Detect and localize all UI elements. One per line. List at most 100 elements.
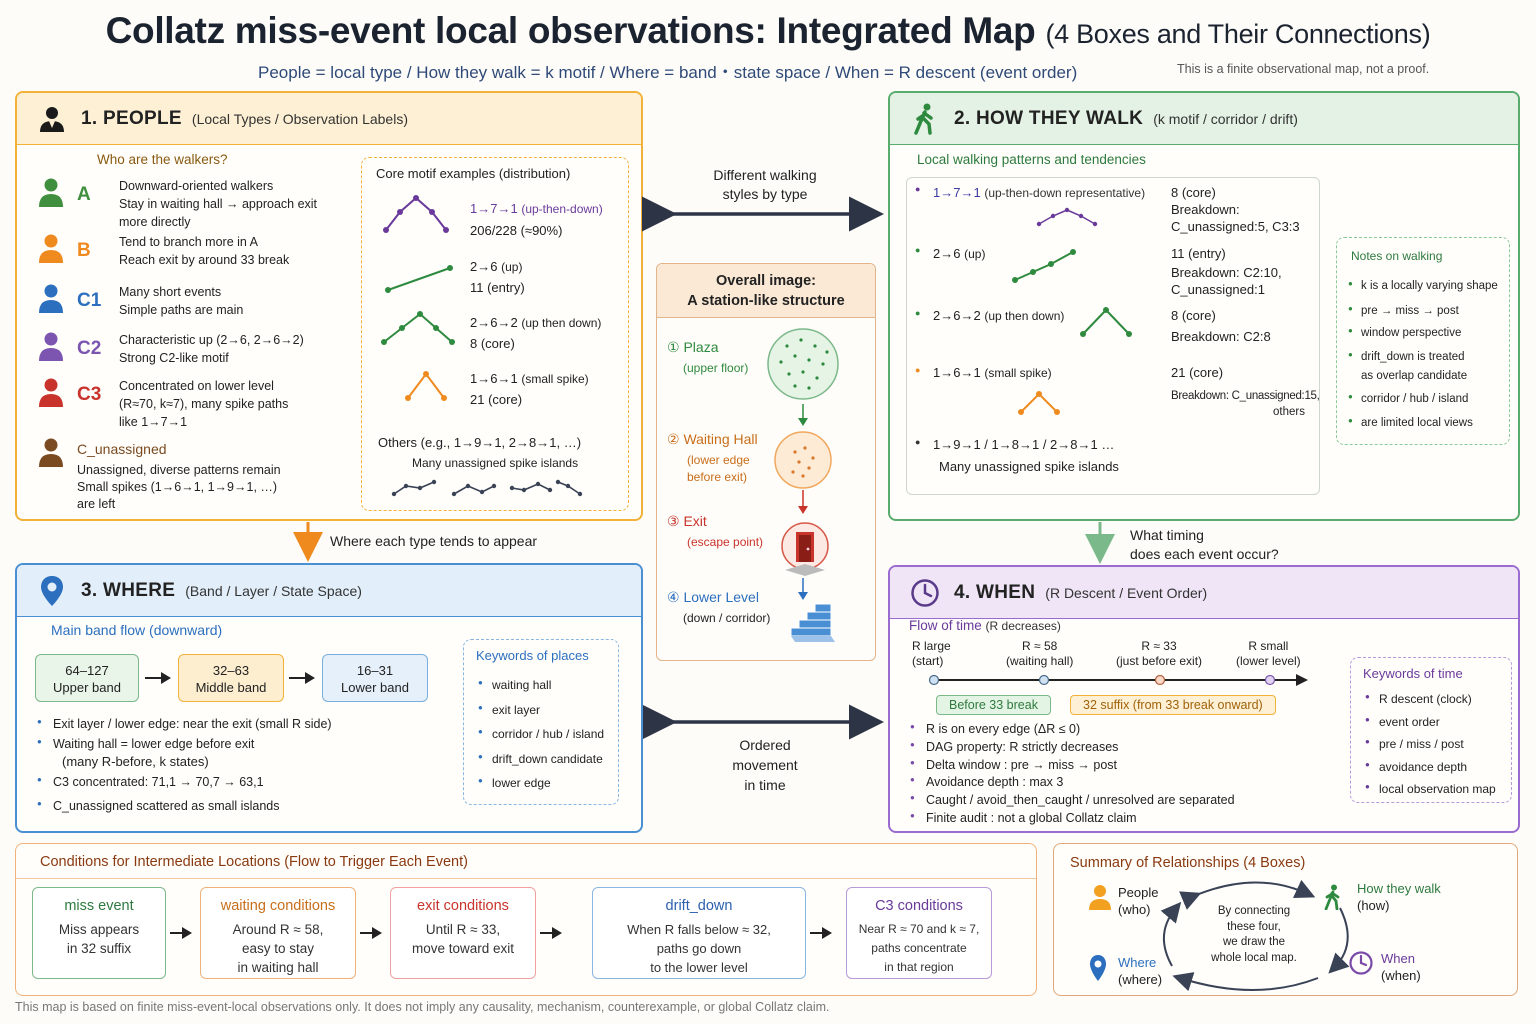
list-item: event order xyxy=(1379,714,1440,729)
summary-when-sub: (when) xyxy=(1381,968,1421,983)
where-header: 3. WHERE (Band / Layer / State Space) xyxy=(17,565,641,617)
tick-label-2: R ≈ 58(waiting hall) xyxy=(1006,639,1074,668)
walker-a-icon xyxy=(39,178,63,207)
walk-others: 1→9→1 / 1→8→1 / 2→8→1 … xyxy=(933,437,1115,452)
walk-2-path: 2→6 (up) xyxy=(933,246,986,261)
when-box: 4. WHEN (R Descent / Event Order) Flow o… xyxy=(888,565,1520,833)
conditions-divider xyxy=(16,878,1036,879)
walking-note: corridor / hub / island xyxy=(1361,393,1469,405)
walker-desc: Characteristic up (2→6, 2→6→2) xyxy=(119,333,304,347)
summary-when: When xyxy=(1381,951,1415,966)
summary-clock-icon xyxy=(1349,951,1373,975)
walker-label: A xyxy=(77,184,91,205)
walking-note: window perspective xyxy=(1361,327,1462,339)
motif-3-path: 2→6→2 (up then down) xyxy=(470,315,602,330)
people-question: Who are the walkers? xyxy=(97,152,228,167)
bullet-dot: ● xyxy=(1365,759,1370,769)
station-arrow-1 xyxy=(798,404,808,426)
walker-desc: Small spikes (1→6→1, 1→9→1, …) xyxy=(77,480,278,494)
summary-people-sub: (who) xyxy=(1118,902,1151,917)
place-keywords-box: Keywords of places ●waiting hall●exit la… xyxy=(463,639,619,805)
bullet-dot: ● xyxy=(478,751,483,761)
walker-c_unassigned-icon xyxy=(39,438,63,467)
walk-spark-262 xyxy=(1080,307,1132,337)
time-keywords-box: Keywords of time ● R descent (clock) ● even… xyxy=(1350,657,1512,803)
summary-where: Where xyxy=(1118,955,1157,970)
walker-desc: Many short events xyxy=(119,285,222,299)
list-item: pre / miss / post xyxy=(1379,737,1464,751)
motif-2-path: 2→6 (up) xyxy=(470,259,523,274)
walking-note: are limited local views xyxy=(1361,417,1473,429)
walk-spark-161 xyxy=(1018,391,1060,415)
bullet-dot: ● xyxy=(1365,782,1370,791)
condition-card-title: C3 conditions xyxy=(875,898,963,914)
walker-label: C2 xyxy=(77,338,102,359)
when-bullet: Finite audit : not a global Collatz clai… xyxy=(926,811,1137,825)
walk-header: 2. HOW THEY WALK (k motif / corridor / d… xyxy=(890,93,1518,145)
pill-32-suffix: 32 suffix (from 33 break onward) xyxy=(1070,695,1276,715)
condition-flow-arrow xyxy=(170,927,192,939)
time-keywords-title: Keywords of time xyxy=(1363,666,1463,681)
walker-desc: Concentrated on lower level xyxy=(119,379,274,393)
list-item: drift_down candidate xyxy=(492,751,603,766)
walk-subtitle: (k motif / corridor / drift) xyxy=(1153,110,1298,127)
walking-note: pre → miss → post xyxy=(1361,305,1459,317)
when-title: 4. WHEN xyxy=(954,581,1036,603)
list-item: R descent (clock) xyxy=(1379,692,1472,706)
bullet-dot: ● xyxy=(910,811,915,820)
footer-disclaimer: This map is based on finite miss-event-l… xyxy=(15,1000,830,1014)
summary-walk-icon xyxy=(1324,884,1340,910)
condition-card-title: waiting conditions xyxy=(220,898,336,914)
walking-icon xyxy=(908,102,942,136)
motif-2-count: 11 (entry) xyxy=(470,280,525,295)
list-item: avoidance depth xyxy=(1379,759,1468,774)
connector-people-where-label: Where each type tends to appear xyxy=(330,533,538,549)
condition-card-title: drift_down xyxy=(665,898,733,914)
page-subtitle: People = local type / How they walk = k … xyxy=(258,63,1078,82)
station-stop-plaza: ① Plaza xyxy=(667,339,719,355)
walk-box: 2. HOW THEY WALK (k motif / corridor / d… xyxy=(888,91,1520,521)
walk-4-val: 21 (core) xyxy=(1171,365,1224,380)
list-item: corridor / hub / island xyxy=(492,727,605,741)
connector-mid-label: Ordered movement in time xyxy=(732,737,798,793)
walk-3-path: 2→6→2 (up then down) xyxy=(933,308,1065,323)
bullet-dot: ● xyxy=(1348,326,1353,335)
walker-label: B xyxy=(77,240,91,261)
walker-desc: Tend to branch more in A xyxy=(119,235,258,249)
bullet-dot: ● xyxy=(910,739,915,749)
spike-islands-spark xyxy=(391,479,583,497)
summary-pin-icon xyxy=(1090,955,1106,981)
plaza-circle-icon xyxy=(767,328,839,400)
walking-notes-box: Notes on walking ●k is a locally varying… xyxy=(1336,237,1510,445)
list-item: local observation map xyxy=(1379,782,1496,796)
walker-desc: Stay in waiting hall → approach exit xyxy=(119,197,318,211)
station-box: Overall image: A station-like structure … xyxy=(656,263,876,661)
station-stop-exit-desc: (escape point) xyxy=(687,535,764,549)
summary-cycle-arrows xyxy=(1160,879,1350,992)
bullet-dot: ● xyxy=(915,437,921,447)
pill-before-33: Before 33 break xyxy=(936,695,1051,715)
waiting-hall-circle-icon xyxy=(774,431,832,489)
list-item: waiting hall xyxy=(492,678,552,692)
station-stop-lower: ④ Lower Level xyxy=(667,589,759,605)
summary-people: People xyxy=(1118,885,1159,900)
walk-2-val: 11 (entry) xyxy=(1171,246,1226,261)
when-bullet: R is on every edge (ΔR ≤ 0) xyxy=(926,722,1081,736)
people-box: 1. PEOPLE (Local Types / Observation Lab… xyxy=(15,91,643,521)
walker-desc: more directly xyxy=(119,215,191,229)
walker-desc: Unassigned, diverse patterns remain xyxy=(77,463,281,477)
summary-walk-sub: (how) xyxy=(1357,898,1390,913)
list-item: exit layer xyxy=(492,702,541,717)
summary-title: Summary of Relationships (4 Boxes) xyxy=(1070,855,1306,871)
where-heading: Main band flow (downward) xyxy=(51,622,223,638)
bullet-dot: ● xyxy=(478,727,483,736)
